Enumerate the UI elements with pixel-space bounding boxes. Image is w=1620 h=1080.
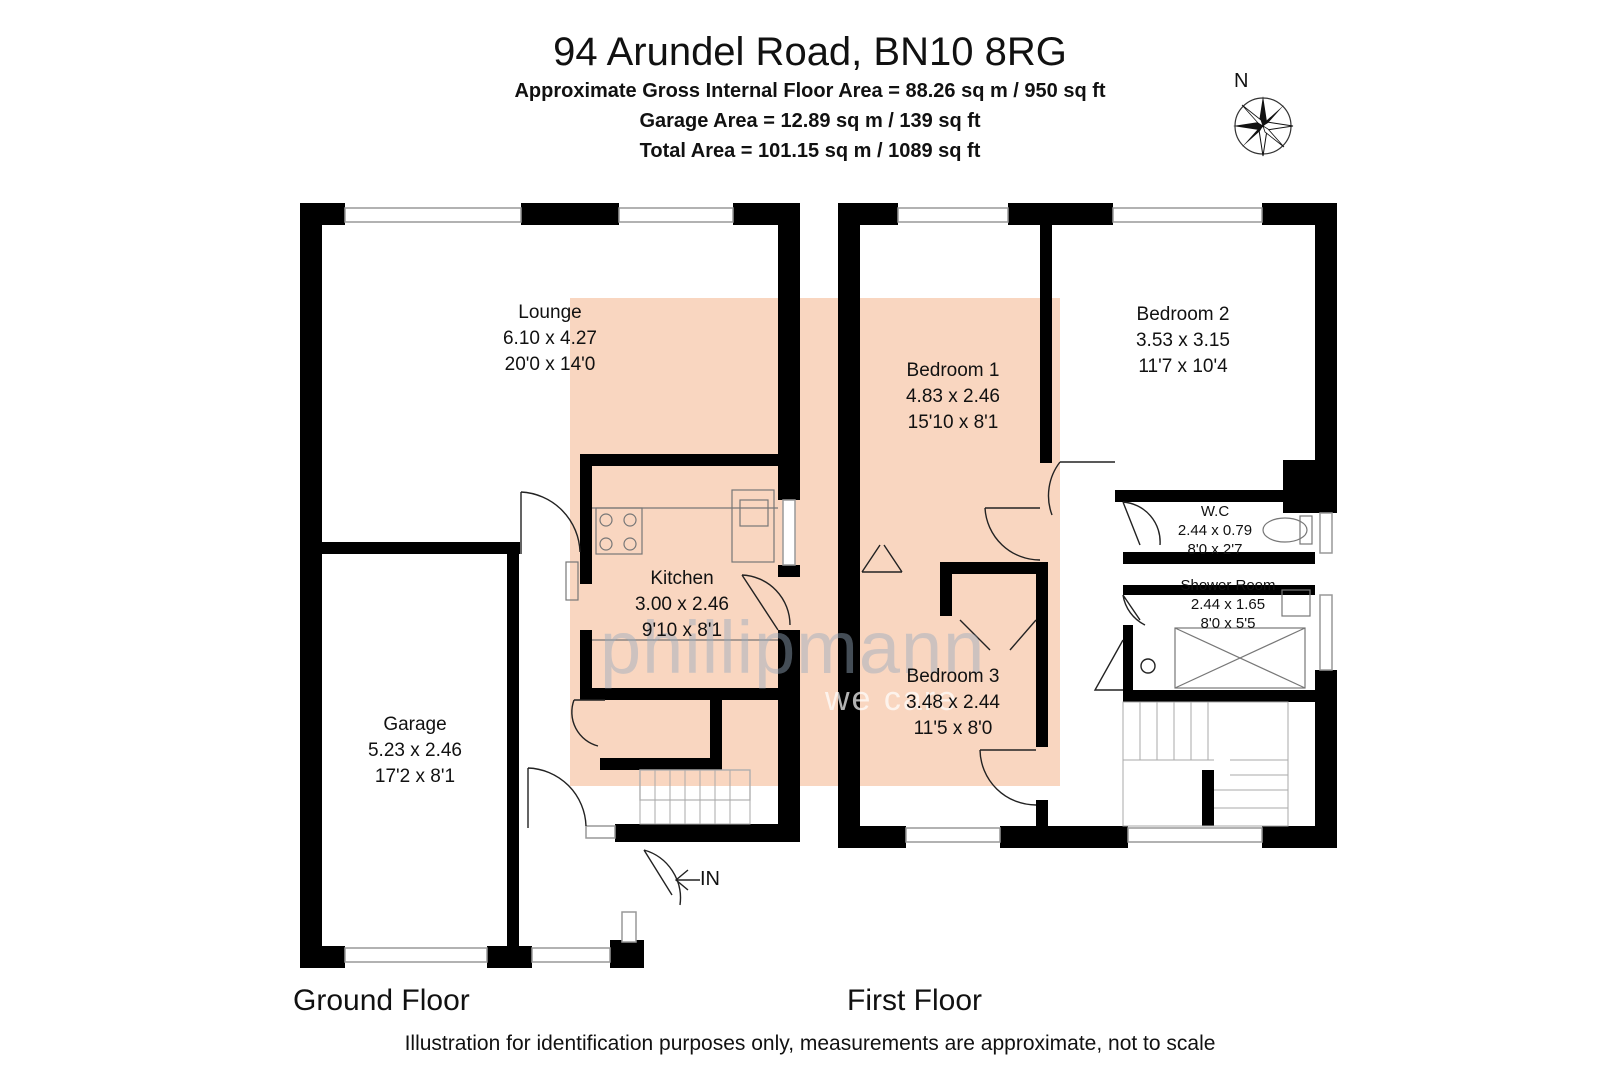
room-metric: 3.00 x 2.46 [634,594,730,615]
highlight-area [570,298,1060,786]
room-metric: 6.10 x 4.27 [502,328,598,349]
room-imperial: 11'5 x 8'0 [913,718,993,739]
gross-area-text: Approximate Gross Internal Floor Area = … [514,80,1106,102]
room-wc: W.C 2.44 x 0.79 8'0 x 2'7 [1178,502,1252,559]
room-imperial: 8'0 x 5'5 [1200,615,1256,632]
room-imperial: 9'10 x 8'1 [641,620,723,641]
room-kitchen: Kitchen 3.00 x 2.46 9'10 x 8'1 [635,566,729,644]
room-imperial: 17'2 x 8'1 [374,766,456,787]
disclaimer-footer: Illustration for identification purposes… [404,1032,1216,1055]
room-name: Bedroom 3 [906,666,1000,687]
entry-label: IN [700,868,720,890]
first-floor-windows [897,207,1333,843]
room-name: Shower Room [1180,577,1276,594]
brand-watermark: phillipmann [600,606,986,689]
ground-floor-walls [300,203,800,968]
room-name: Lounge [518,302,582,323]
first-floor-walls [838,203,1337,848]
plan-header: 94 Arundel Road, BN10 8RG Approximate Gr… [0,28,1620,166]
room-metric: 5.23 x 2.46 [367,740,463,761]
room-metric: 4.83 x 2.46 [905,386,1001,407]
room-name: W.C [1200,503,1230,520]
room-name: Bedroom 2 [1136,304,1230,325]
room-name: Bedroom 1 [906,360,1000,381]
entry-arrow-icon [674,869,700,891]
ground-floor-windows [344,207,796,963]
room-metric: 3.53 x 3.15 [1135,330,1231,351]
room-bedroom-2: Bedroom 2 3.53 x 3.15 11'7 x 10'4 [1136,302,1230,380]
ground-floor-label: Ground Floor [293,984,470,1017]
ground-floor-stairs [639,769,751,825]
brand-tagline: we care [825,680,959,718]
room-imperial: 8'0 x 2'7 [1187,541,1243,558]
room-imperial: 20'0 x 14'0 [504,354,596,375]
room-bedroom-3: Bedroom 3 3.48 x 2.44 11'5 x 8'0 [906,664,1000,742]
first-floor-label: First Floor [847,984,982,1017]
garage-area-text: Garage Area = 12.89 sq m / 139 sq ft [639,110,981,132]
compass-north-label: N [1234,70,1249,92]
kitchen-fittings [565,489,778,641]
north-compass-icon: N [1216,70,1296,160]
room-shower: Shower Room 2.44 x 1.65 8'0 x 5'5 [1180,576,1275,633]
room-imperial: 15'10 x 8'1 [907,412,999,433]
room-metric: 3.48 x 2.44 [905,692,1001,713]
room-lounge: Lounge 6.10 x 4.27 20'0 x 14'0 [503,300,597,378]
first-floor-stairs [1122,701,1289,827]
room-bedroom-1: Bedroom 1 4.83 x 2.46 15'10 x 8'1 [906,358,1000,436]
room-metric: 2.44 x 0.79 [1177,522,1253,539]
room-name: Garage [383,714,447,735]
bathroom-fittings [1174,515,1313,689]
room-imperial: 11'7 x 10'4 [1138,356,1228,377]
room-name: Kitchen [650,568,714,589]
total-area-text: Total Area = 101.15 sq m / 1089 sq ft [639,140,981,162]
room-garage: Garage 5.23 x 2.46 17'2 x 8'1 [368,712,462,790]
first-floor-doors [861,461,1161,806]
room-metric: 2.44 x 1.65 [1190,596,1266,613]
property-address: 94 Arundel Road, BN10 8RG [553,30,1067,74]
